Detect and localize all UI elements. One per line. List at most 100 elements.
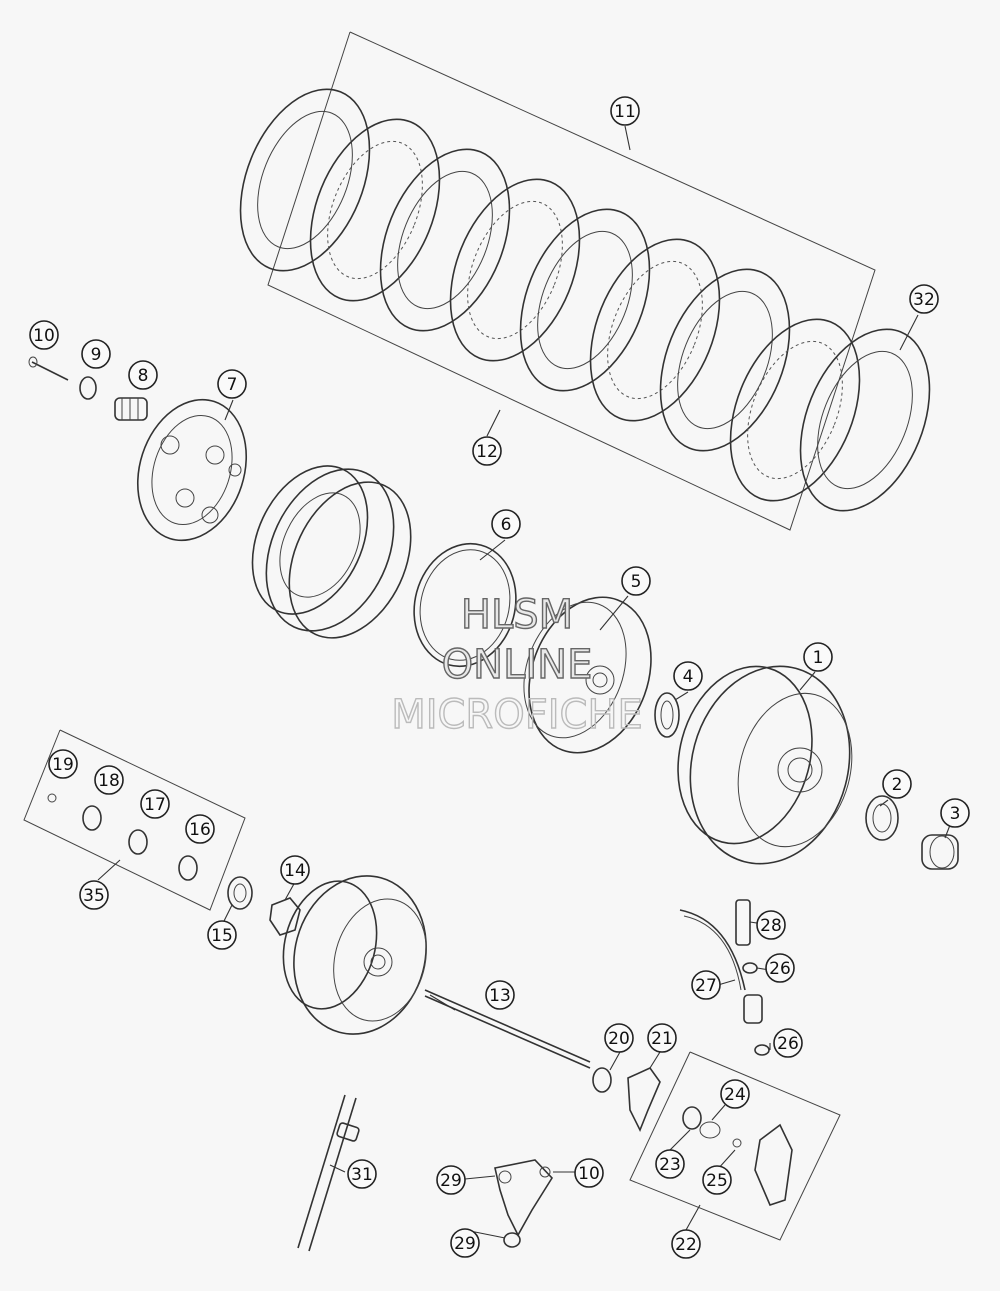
- watermark-line-3: MICROFICHE: [391, 692, 643, 738]
- clutch-plate-outer: [589, 238, 721, 422]
- callout-circle: [79, 880, 109, 910]
- callout-14: 14: [280, 855, 310, 885]
- callout-number: 4: [683, 667, 694, 687]
- callout-17: 17: [140, 789, 170, 819]
- callout-circle: [756, 910, 786, 940]
- callout-circle: [472, 436, 502, 466]
- callout-number: 11: [614, 102, 636, 122]
- callout-2: 2: [882, 769, 912, 799]
- callout-number: 3: [950, 804, 961, 824]
- watermark: HLSM ONLINE MICROFICHE: [390, 591, 643, 738]
- release-lever: [494, 1159, 554, 1248]
- release-mechanism-bracket: [629, 1051, 841, 1241]
- clutch-plate-outer: [729, 318, 861, 502]
- callout-24: 24: [720, 1079, 750, 1109]
- callout-circle: [765, 953, 795, 983]
- callout-number: 18: [98, 771, 120, 791]
- callout-circle: [720, 1079, 750, 1109]
- callout-28: 28: [756, 910, 786, 940]
- callout-number: 27: [695, 976, 717, 996]
- callout-26: 26: [773, 1028, 803, 1058]
- clutch-plate-inner: [327, 140, 423, 280]
- starter-shaft: [297, 1094, 360, 1252]
- callout-circle: [673, 661, 703, 691]
- clutch-pack: [251, 465, 412, 639]
- clutch-plate-inner: [467, 200, 563, 340]
- callout-number: 5: [631, 572, 642, 592]
- callout-circle: [217, 369, 247, 399]
- callout-number: 32: [913, 290, 935, 310]
- clutch-plate-inner: [257, 110, 353, 250]
- callout-number: 16: [189, 820, 211, 840]
- callout-circle: [347, 1159, 377, 1189]
- thrust-washer: [654, 692, 680, 738]
- callout-circle: [185, 814, 215, 844]
- callout-circle: [574, 1158, 604, 1188]
- callout-29: 29: [450, 1228, 480, 1258]
- callout-25: 25: [702, 1165, 732, 1195]
- callout-circle: [655, 1149, 685, 1179]
- callout-9: 9: [81, 339, 111, 369]
- callout-circle: [81, 339, 111, 369]
- callout-circle: [940, 798, 970, 828]
- clutch-plate-outer: [239, 88, 371, 272]
- callout-circle: [485, 980, 515, 1010]
- callout-circle: [94, 765, 124, 795]
- callout-3: 3: [940, 798, 970, 828]
- callout-circle: [610, 96, 640, 126]
- callout-number: 25: [706, 1171, 728, 1191]
- callout-circle: [909, 284, 939, 314]
- callout-35: 35: [79, 880, 109, 910]
- callout-19: 19: [48, 749, 78, 779]
- callout-6: 6: [491, 509, 521, 539]
- callout-circle: [207, 920, 237, 950]
- callout-number: 21: [651, 1029, 673, 1049]
- clutch-plate-outer: [379, 148, 511, 332]
- callout-number: 8: [138, 366, 149, 386]
- callout-number: 2: [892, 775, 903, 795]
- callout-number: 9: [91, 345, 102, 365]
- spring-washer-bolt-set: [28, 356, 148, 421]
- clutch-plate-inner: [397, 170, 493, 310]
- callout-circle: [604, 1023, 634, 1053]
- clutch-plate-group-bracket: [267, 31, 876, 531]
- callout-circle: [621, 566, 651, 596]
- callout-circle: [29, 320, 59, 350]
- callout-circle: [280, 855, 310, 885]
- callout-32: 32: [909, 284, 939, 314]
- callout-number: 31: [351, 1165, 373, 1185]
- callout-number: 24: [724, 1085, 746, 1105]
- callout-16: 16: [185, 814, 215, 844]
- callout-circle: [803, 642, 833, 672]
- callout-number: 29: [440, 1171, 462, 1191]
- clutch-basket: [677, 665, 853, 865]
- clutch-plate-outer: [309, 118, 441, 302]
- callout-number: 28: [760, 916, 782, 936]
- seal-and-lever-plate: [592, 1066, 661, 1132]
- callout-22: 22: [671, 1229, 701, 1259]
- callout-number: 14: [284, 861, 306, 881]
- callout-number: 17: [144, 795, 166, 815]
- callout-13: 13: [485, 980, 515, 1010]
- callout-23: 23: [655, 1149, 685, 1179]
- callout-number: 6: [501, 515, 512, 535]
- callout-1: 1: [803, 642, 833, 672]
- callout-number: 13: [489, 986, 511, 1006]
- callout-5: 5: [621, 566, 651, 596]
- callout-circle: [491, 509, 521, 539]
- callout-26: 26: [765, 953, 795, 983]
- callout-number: 7: [227, 375, 238, 395]
- pressure-plate: [136, 398, 248, 542]
- callout-number: 22: [675, 1235, 697, 1255]
- callout-circle: [647, 1023, 677, 1053]
- callout-12: 12: [472, 436, 502, 466]
- callout-number: 12: [476, 442, 498, 462]
- clutch-plate-inner: [817, 350, 913, 490]
- clutch-plate-outer: [659, 268, 791, 452]
- clutch-plate-outer: [799, 328, 931, 512]
- callout-29: 29: [436, 1165, 466, 1195]
- callout-4: 4: [673, 661, 703, 691]
